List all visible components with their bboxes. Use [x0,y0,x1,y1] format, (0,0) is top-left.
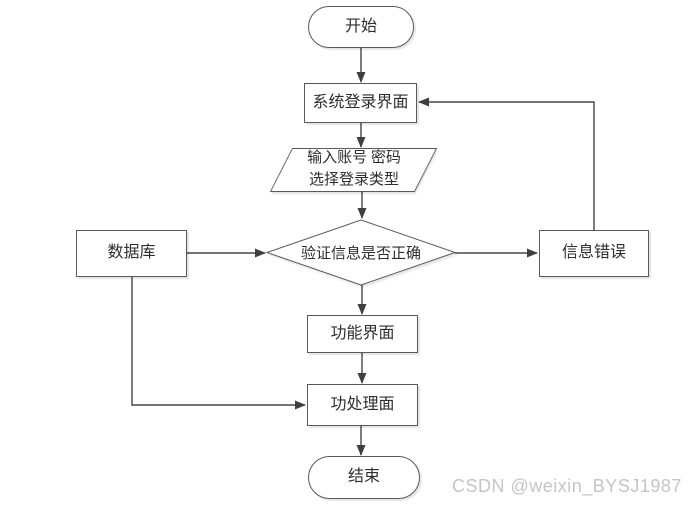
node-verify-decision-label: 验证信息是否正确 [300,246,421,262]
node-start-label: 开始 [344,17,377,35]
node-database-label: 数据库 [107,244,156,262]
node-login-screen: 系统登录界面 [304,83,417,123]
input-label-line1: 输入账号 密码 [306,150,401,167]
edge-database-process [131,277,306,410]
node-input-credentials: 输入账号 密码 选择登录类型 [269,148,438,192]
node-info-error-label: 信息错误 [561,244,626,262]
node-function-screen: 功能界面 [307,315,418,353]
node-login-screen-label: 系统登录界面 [312,93,409,111]
node-input-credentials-label: 输入账号 密码 选择登录类型 [307,148,401,192]
node-process-screen: 功处理面 [307,384,418,426]
node-process-screen-label: 功处理面 [330,395,395,413]
edge-error-login [418,97,595,230]
node-database: 数据库 [76,230,187,277]
node-end: 结束 [308,456,420,499]
watermark: CSDN @weixin_BYSJ1987 [452,476,682,496]
node-start: 开始 [308,6,414,48]
node-info-error: 信息错误 [539,230,649,277]
diamond-shape [265,219,457,286]
input-label-line2: 选择登录类型 [308,172,399,188]
node-end-label: 结束 [347,468,380,486]
node-function-screen-label: 功能界面 [330,324,395,342]
node-verify-decision: 验证信息是否正确 [265,219,457,286]
